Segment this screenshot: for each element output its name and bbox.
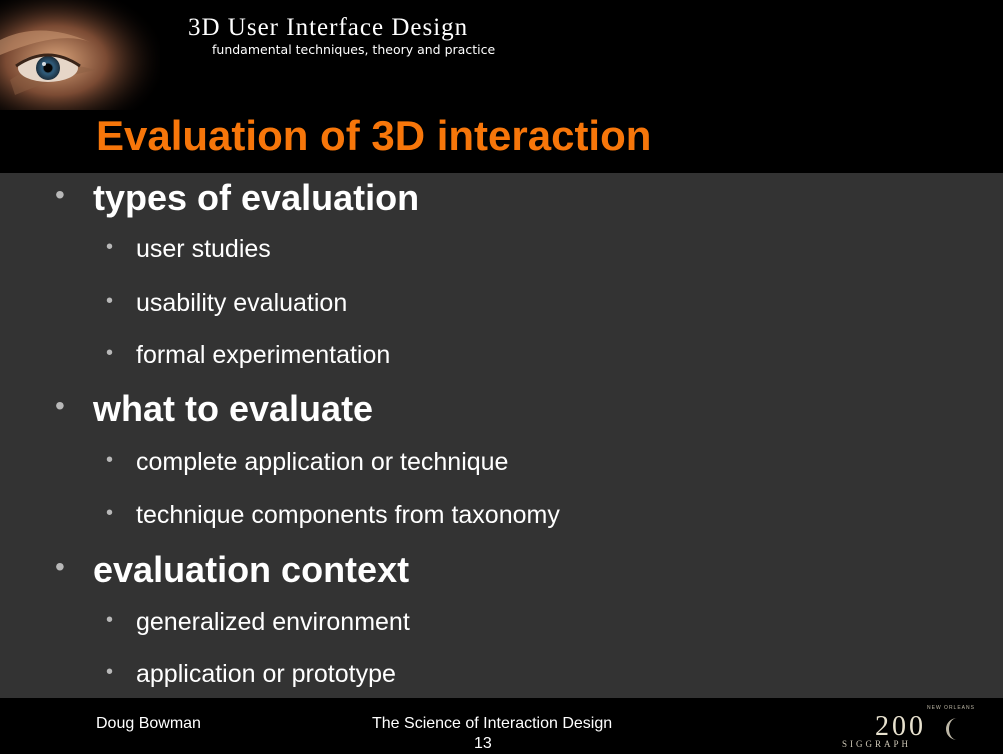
page-number: 13 xyxy=(474,735,492,752)
bullet-icon: • xyxy=(106,502,114,524)
bullet-icon: • xyxy=(55,179,65,210)
slide-footer: Doug Bowman The Science of Interaction D… xyxy=(0,698,1003,754)
bullet-text: usability evaluation xyxy=(136,289,348,317)
siggraph-wordmark: SIGGRAPH xyxy=(842,739,912,749)
siggraph-logo: SIGGRAPH 200 NEW ORLEANS xyxy=(830,702,980,752)
slide-title: Evaluation of 3D interaction xyxy=(96,112,652,159)
eye-artwork-image xyxy=(0,0,160,110)
bullet-text: evaluation context xyxy=(93,549,410,590)
bullet-icon: • xyxy=(106,236,114,258)
bullet-icon: • xyxy=(106,290,114,312)
bullet-text: user studies xyxy=(136,235,271,263)
course-title: 3D User Interface Design xyxy=(188,14,469,41)
bullet-icon: • xyxy=(106,661,114,683)
crescent-moon-icon xyxy=(946,718,957,740)
siggraph-city: NEW ORLEANS xyxy=(927,705,975,711)
bullet-icon: • xyxy=(106,342,114,364)
bullet-icon: • xyxy=(106,609,114,631)
siggraph-year: 200 xyxy=(875,711,926,742)
presenter-name: Doug Bowman xyxy=(96,715,201,732)
course-name: The Science of Interaction Design xyxy=(372,715,613,732)
bullet-text: types of evaluation xyxy=(93,177,420,218)
bullet-icon: • xyxy=(55,551,65,582)
bullet-icon: • xyxy=(106,449,114,471)
bullet-icon: • xyxy=(55,390,65,421)
slide-header: 3D User Interface Design fundamental tec… xyxy=(0,0,1003,173)
course-subtitle: fundamental techniques, theory and pract… xyxy=(212,42,496,57)
bullet-text: generalized environment xyxy=(136,608,410,636)
bullet-text: application or prototype xyxy=(136,660,396,688)
bullet-text: formal experimentation xyxy=(136,341,391,369)
bullet-text: complete application or technique xyxy=(136,448,509,476)
bullet-text: technique components from taxonomy xyxy=(136,501,560,529)
slide-content: • types of evaluation • user studies • u… xyxy=(0,173,1003,698)
bullet-text: what to evaluate xyxy=(93,388,374,429)
